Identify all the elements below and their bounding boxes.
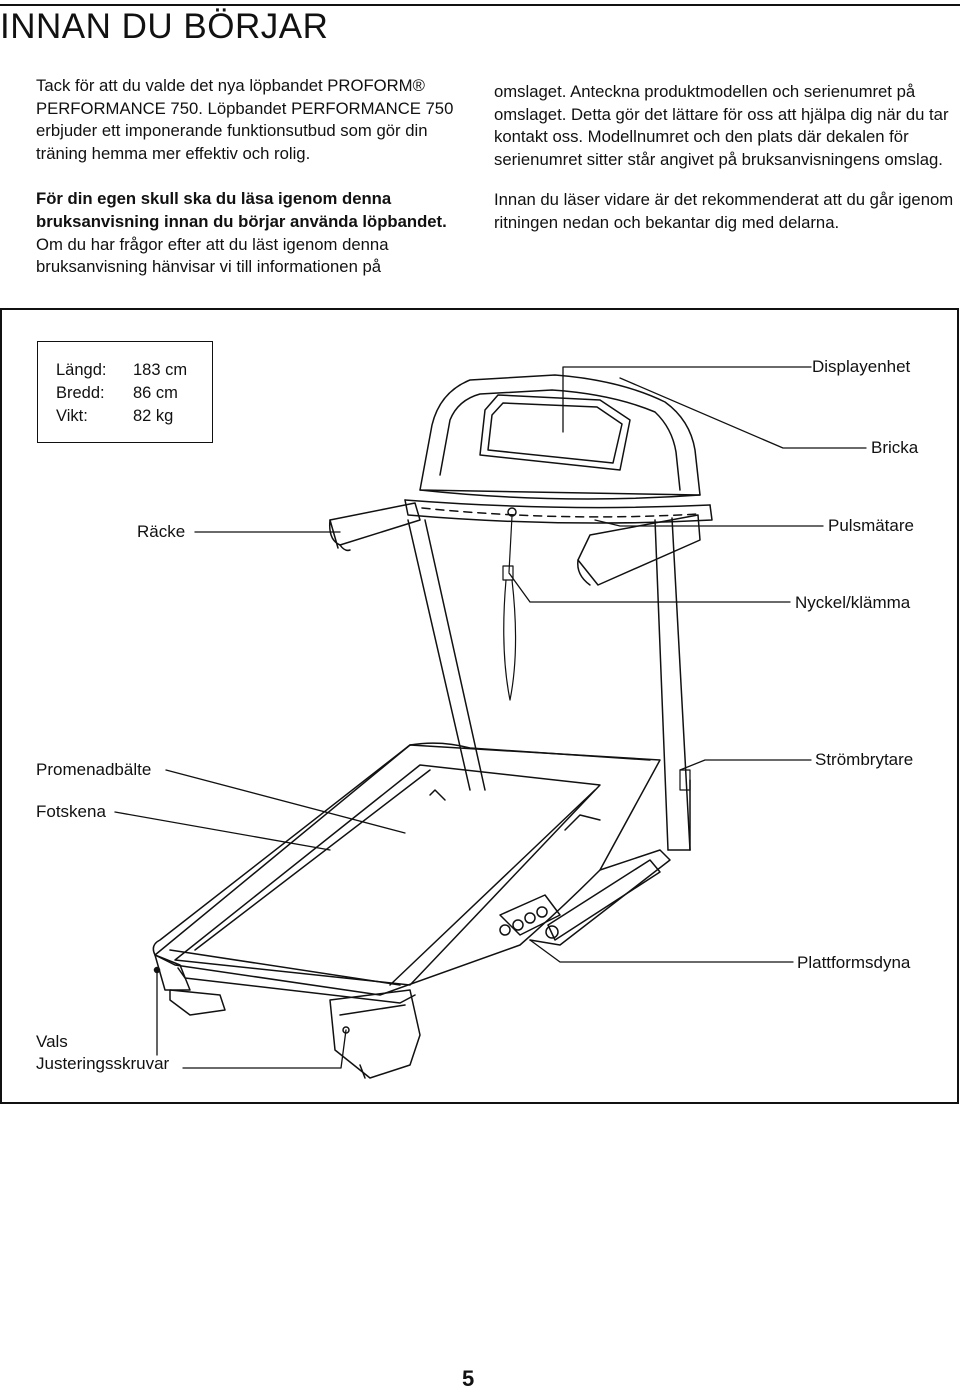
roller-screw [153, 966, 161, 974]
safety-key-cord [502, 515, 517, 701]
intro-paragraph-2: För din egen skull ska du läsa igenom de… [36, 188, 461, 278]
page-number: 5 [462, 1366, 475, 1391]
callout-tray: Bricka [871, 438, 919, 457]
intro-paragraph-2-rest: Om du har frågor efter att du läst igeno… [36, 234, 389, 277]
intro-paragraph-1: Tack för att du valde det nya löpbandet … [36, 76, 454, 163]
callout-footrail: Fotskena [36, 802, 106, 821]
display-screen [479, 394, 631, 471]
motor-side [499, 849, 671, 946]
handrails [328, 502, 701, 586]
callout-platform: Plattformsdyna [797, 953, 911, 972]
title-rule [0, 4, 960, 6]
page-title: INNAN DU BÖRJAR [0, 7, 329, 46]
safety-notice: För din egen skull ska du läsa igenom de… [36, 189, 447, 231]
walking-belt [174, 764, 601, 986]
spec-width: Bredd:86 cm [56, 384, 178, 402]
spec-weight: Vikt:82 kg [56, 407, 174, 425]
callout-roller: Vals [36, 1032, 68, 1051]
callout-belt: Promenadbälte [36, 760, 152, 779]
console [404, 374, 713, 524]
deck [152, 742, 661, 1079]
spec-box: Längd:183 cm Bredd:86 cm Vikt:82 kg [37, 341, 213, 443]
callout-handrail: Räcke [137, 522, 186, 541]
uprights [407, 517, 691, 851]
callout-pulse: Pulsmätare [828, 516, 914, 535]
callout-key: Nyckel/klämma [795, 593, 911, 612]
callout-power: Strömbrytare [815, 750, 914, 769]
callout-display: Displayenhet [812, 357, 911, 376]
intro-right-column: omslaget. Anteckna produktmodellen och s… [494, 81, 954, 235]
power-switch [679, 769, 691, 791]
callout-leaders [114, 366, 867, 1069]
intro-paragraph-3: omslaget. Anteckna produktmodellen och s… [494, 82, 949, 169]
intro-paragraph-4: Innan du läser vidare är det rekommender… [494, 190, 954, 232]
diagram-frame [0, 308, 959, 1104]
adjustment-screw [342, 1026, 350, 1034]
intro-left-column: Tack för att du valde det nya löpbandet … [36, 75, 461, 279]
spec-length: Längd:183 cm [56, 361, 188, 379]
callout-screws: Justeringsskruvar [36, 1054, 170, 1073]
